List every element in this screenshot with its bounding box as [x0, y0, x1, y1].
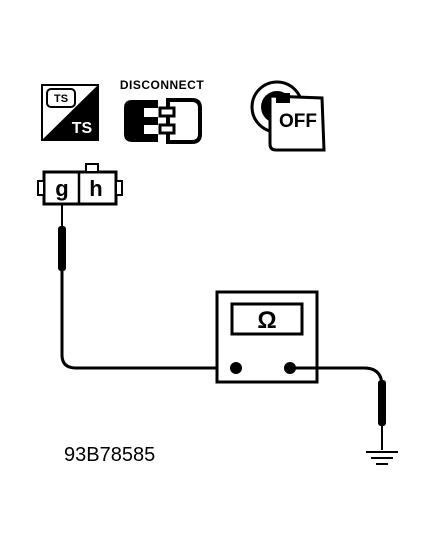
- ts-icon-top-text: TS: [54, 93, 68, 105]
- lead-wire-left: [60, 281, 236, 370]
- ts-icon-bottom-text: TS: [72, 120, 93, 137]
- terminal-h-label: h: [89, 176, 102, 201]
- ohm-symbol: Ω: [257, 307, 276, 334]
- connector-gh: g h: [37, 163, 123, 206]
- disconnect-label: DISCONNECT: [120, 78, 205, 92]
- ohmmeter: Ω: [215, 290, 319, 384]
- terminal-g-label: g: [55, 176, 68, 201]
- ignition-off-icon: OFF: [250, 80, 326, 152]
- meter-terminal-left: [230, 362, 242, 374]
- ground-icon: [366, 451, 398, 465]
- ignition-off-text: OFF: [279, 111, 317, 132]
- disconnect-plug-icon: [124, 98, 202, 144]
- figure-id: 93B78585: [64, 444, 155, 466]
- probe-left: [58, 204, 66, 281]
- ts-icon: TS TS: [41, 84, 99, 141]
- probe-right: [378, 380, 386, 450]
